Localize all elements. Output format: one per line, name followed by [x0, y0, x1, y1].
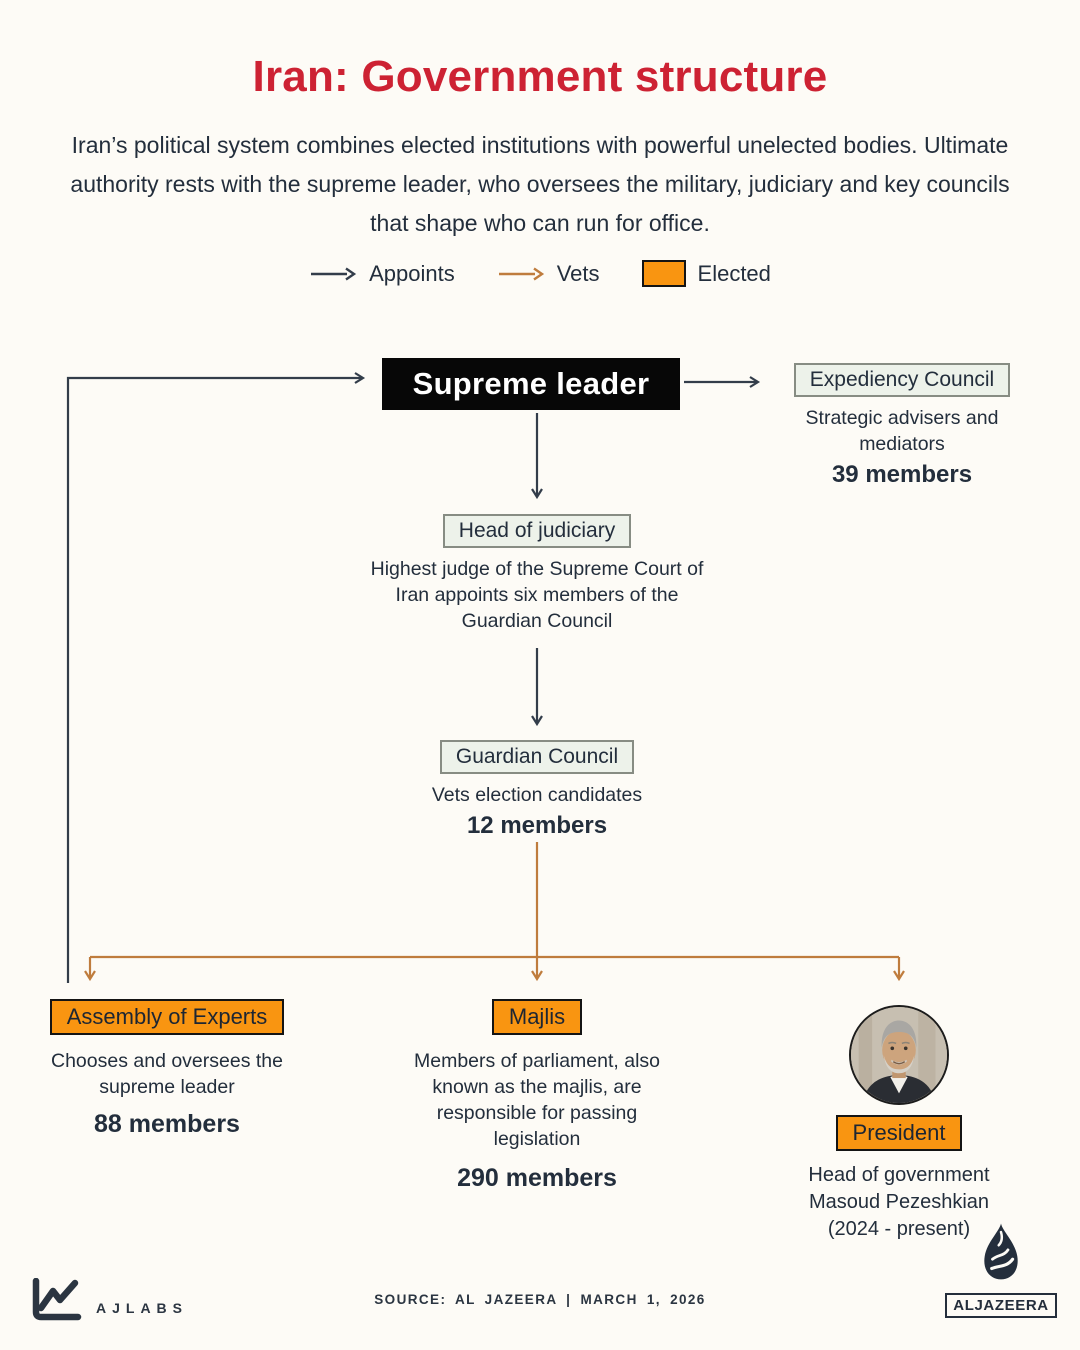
elected-swatch-icon: [641, 260, 686, 287]
president-box: President: [835, 1115, 963, 1151]
president-portrait-illustration: [851, 1007, 947, 1103]
president-role: Head of government: [808, 1164, 990, 1186]
aljazeera-flame-icon: [984, 1223, 1018, 1280]
majlis-box: Majlis: [491, 999, 583, 1035]
assembly-of-experts-members: 88 members: [94, 1110, 240, 1138]
legend-label-appoints: Appoints: [369, 260, 455, 286]
guardian-council-members: 12 members: [466, 812, 608, 839]
appoints-arrow-icon: [311, 267, 357, 280]
appoints-line-assembly-to-supreme-leader: [66, 372, 366, 983]
head-of-judiciary-desc: Highest judge of the Supreme Court of Ir…: [370, 558, 704, 632]
legend: Appoints Vets Elected: [0, 260, 1080, 287]
president-name: Masoud Pezeshkian: [808, 1191, 990, 1213]
head-of-judiciary-box: Head of judiciary: [442, 514, 632, 548]
node-expediency-council: Expediency Council Strategic advisers an…: [762, 363, 1042, 489]
source-line: SOURCE: AL JAZEERA | MARCH 1, 2026: [374, 1292, 706, 1307]
legend-label-vets: Vets: [556, 260, 600, 286]
guardian-council-box: Guardian Council: [439, 740, 635, 774]
vets-arrow-icon: [498, 267, 544, 280]
assembly-of-experts-box: Assembly of Experts: [49, 999, 285, 1035]
legend-item-appoints: Appoints: [309, 261, 455, 287]
aljazeera-label: ALJAZEERA: [945, 1293, 1057, 1318]
aljazeera-logo: ALJAZEERA: [945, 1222, 1057, 1318]
legend-item-vets: Vets: [497, 261, 600, 287]
page-subtitle: Iran’s political system combines elected…: [70, 132, 1010, 236]
ajlabs-label: AJLABS: [96, 1300, 189, 1316]
supreme-leader-label: Supreme leader: [412, 366, 650, 401]
legend-item-elected: Elected: [641, 260, 771, 287]
node-majlis: Majlis Members of parliament, also known…: [392, 999, 682, 1193]
node-supreme-leader: Supreme leader: [382, 358, 680, 410]
majlis-members: 290 members: [457, 1164, 617, 1192]
node-assembly-of-experts: Assembly of Experts Chooses and oversees…: [25, 999, 309, 1139]
node-president: President Head of government Masoud Peze…: [789, 1005, 1009, 1243]
legend-label-elected: Elected: [697, 260, 771, 286]
ajlabs-logo: AJLABS: [28, 1278, 188, 1324]
assembly-of-experts-desc: Chooses and oversees the supreme leader: [51, 1050, 283, 1098]
ajlabs-chart-icon: [32, 1278, 82, 1321]
president-term: (2024 - present): [827, 1218, 971, 1240]
guardian-council-desc: Vets election candidates: [431, 784, 643, 806]
expediency-council-members: 39 members: [831, 461, 973, 488]
expediency-council-desc: Strategic advisers and mediators: [805, 407, 999, 455]
page-title: Iran: Government structure: [252, 52, 828, 101]
node-head-of-judiciary: Head of judiciary Highest judge of the S…: [357, 514, 717, 634]
president-photo: [849, 1005, 949, 1105]
node-guardian-council: Guardian Council Vets election candidate…: [387, 740, 687, 840]
expediency-council-box: Expediency Council: [793, 363, 1011, 397]
majlis-desc: Members of parliament, also known as the…: [413, 1050, 661, 1150]
